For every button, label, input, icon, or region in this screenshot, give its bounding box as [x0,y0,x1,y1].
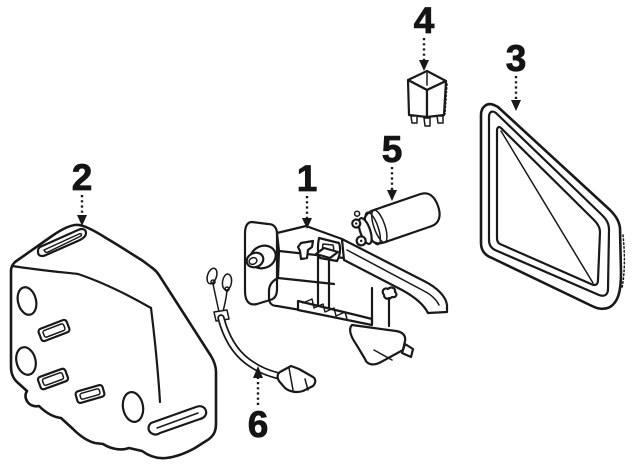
pump-motor-face [357,217,373,245]
bracket-clip-1 [296,239,315,261]
harness-wire-1 [212,283,220,313]
callout-2-number[interactable]: 2 [71,157,93,199]
callout-2-arrowhead [77,215,87,226]
harness-connector [276,364,317,394]
bracket-foot [349,323,415,366]
pump-band-1 [371,209,388,244]
harness-cable-outline [217,314,283,380]
tank-handle-strip [147,405,208,436]
callout-4-arrowhead [419,60,429,71]
callout-2: 2 [71,157,93,226]
callout-3-arrowhead [511,100,521,111]
seal-outer [479,102,623,311]
pump-body [363,192,441,245]
wiring-harness-illustration [206,267,317,394]
callout-6: 6 [247,366,269,446]
pump-motor-illustration [351,192,441,247]
harness-ring-terminal-2 [221,273,233,291]
bracket-hatched-shelf [296,298,374,327]
bracket-lower-clip [381,286,398,328]
tank-hole-3 [121,391,145,423]
tank-outline [9,223,218,460]
callout-6-number[interactable]: 6 [247,404,269,446]
callout-5-number[interactable]: 5 [381,129,403,171]
callout-3-number[interactable]: 3 [505,38,527,80]
seal-middle [487,110,611,297]
callout-3: 3 [505,38,527,111]
callout-5-arrowhead [387,190,397,201]
seal-illustration [479,102,626,311]
tank-slot-a [37,318,71,343]
tank-hole-2 [15,346,37,376]
callout-5: 5 [381,129,403,201]
seal-inner [495,125,602,287]
harness-ring-terminal-1 [206,267,218,285]
callout-6-arrowhead [253,366,263,378]
tank-filler-strip-inner [43,232,83,254]
relay-illustration [406,69,448,127]
seal-edge-stipple [621,234,626,289]
tank-slot-c [74,383,106,405]
callout-1: 1 [296,158,318,229]
bracket-bushing [245,244,277,270]
tank-ridge-line [149,306,162,404]
seal-seam-line [500,130,594,284]
callout-4-number[interactable]: 4 [413,0,435,41]
relay-terminals [410,115,444,127]
harness-cable-core [219,316,281,378]
bracket-frame [267,246,340,315]
tank-top-band-line [10,264,153,310]
relay-stipple-edge [444,83,448,115]
tank-hole-1 [16,286,38,316]
reservoir-tank-illustration [9,223,218,460]
mounting-bracket-illustration [243,220,449,366]
bracket-arm-flange-line [346,249,440,306]
callout-1-number[interactable]: 1 [296,158,318,200]
relay-right-face [425,79,448,119]
tank-slot-b [36,367,70,391]
pump-terminal-3 [353,210,361,217]
callout-1-arrowhead [302,218,312,229]
callout-4: 4 [413,0,435,71]
